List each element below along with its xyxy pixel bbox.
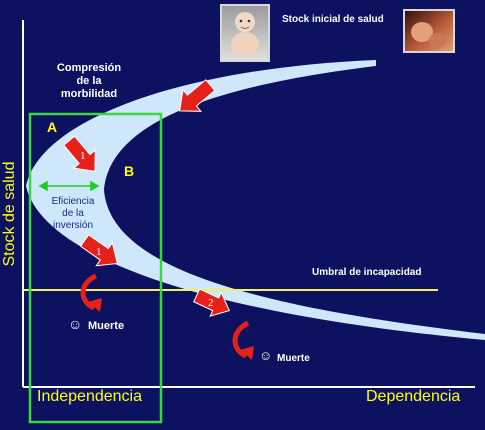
arrow-2-number: 2 (208, 297, 214, 309)
arrow-1-number-lower: 1 (96, 246, 102, 258)
smiley-icon: ☺ (68, 316, 83, 332)
curved-red-arrow-death-1 (80, 273, 102, 312)
baby-photo (220, 4, 270, 62)
efficiency-line-1: Eficiencia (51, 196, 95, 207)
curved-red-arrow-death-2 (232, 320, 254, 360)
arrow-1-number-upper: 1 (80, 150, 86, 162)
red-arrow-2 (193, 288, 231, 317)
red-arrow-1-lower (79, 234, 119, 267)
compression-line-3: morbilidad (60, 88, 118, 100)
x-axis-label-independence: Independencia (37, 388, 142, 405)
y-axis-label: Stock de salud (1, 161, 18, 267)
death-label-1: Muerte (88, 320, 125, 332)
efficiency-arrow (38, 180, 100, 192)
x-axis-label-dependence: Dependencia (366, 388, 461, 405)
zone-b-label: B (124, 163, 135, 179)
initial-health-stock-label: Stock inicial de salud (282, 14, 384, 25)
compression-line-1: Compresión (56, 62, 122, 74)
compression-label: Compresión de la morbilidad (44, 62, 134, 101)
red-arrow-1-upper (63, 135, 96, 172)
efficiency-line-2: de la (62, 208, 84, 219)
compression-line-2: de la (76, 75, 102, 87)
fetus-photo (403, 9, 455, 53)
red-arrow-compression (179, 79, 216, 112)
threshold-label: Umbral de incapacidad (312, 267, 422, 278)
efficiency-label: Eficiencia de la inversión (38, 196, 108, 232)
zone-a-label: A (47, 119, 58, 135)
death-label-2: Muerte (277, 353, 310, 364)
independence-box (28, 112, 163, 424)
health-band (26, 60, 485, 340)
efficiency-line-3: inversión (52, 220, 94, 231)
smiley-icon-2: ☺ (259, 348, 273, 363)
